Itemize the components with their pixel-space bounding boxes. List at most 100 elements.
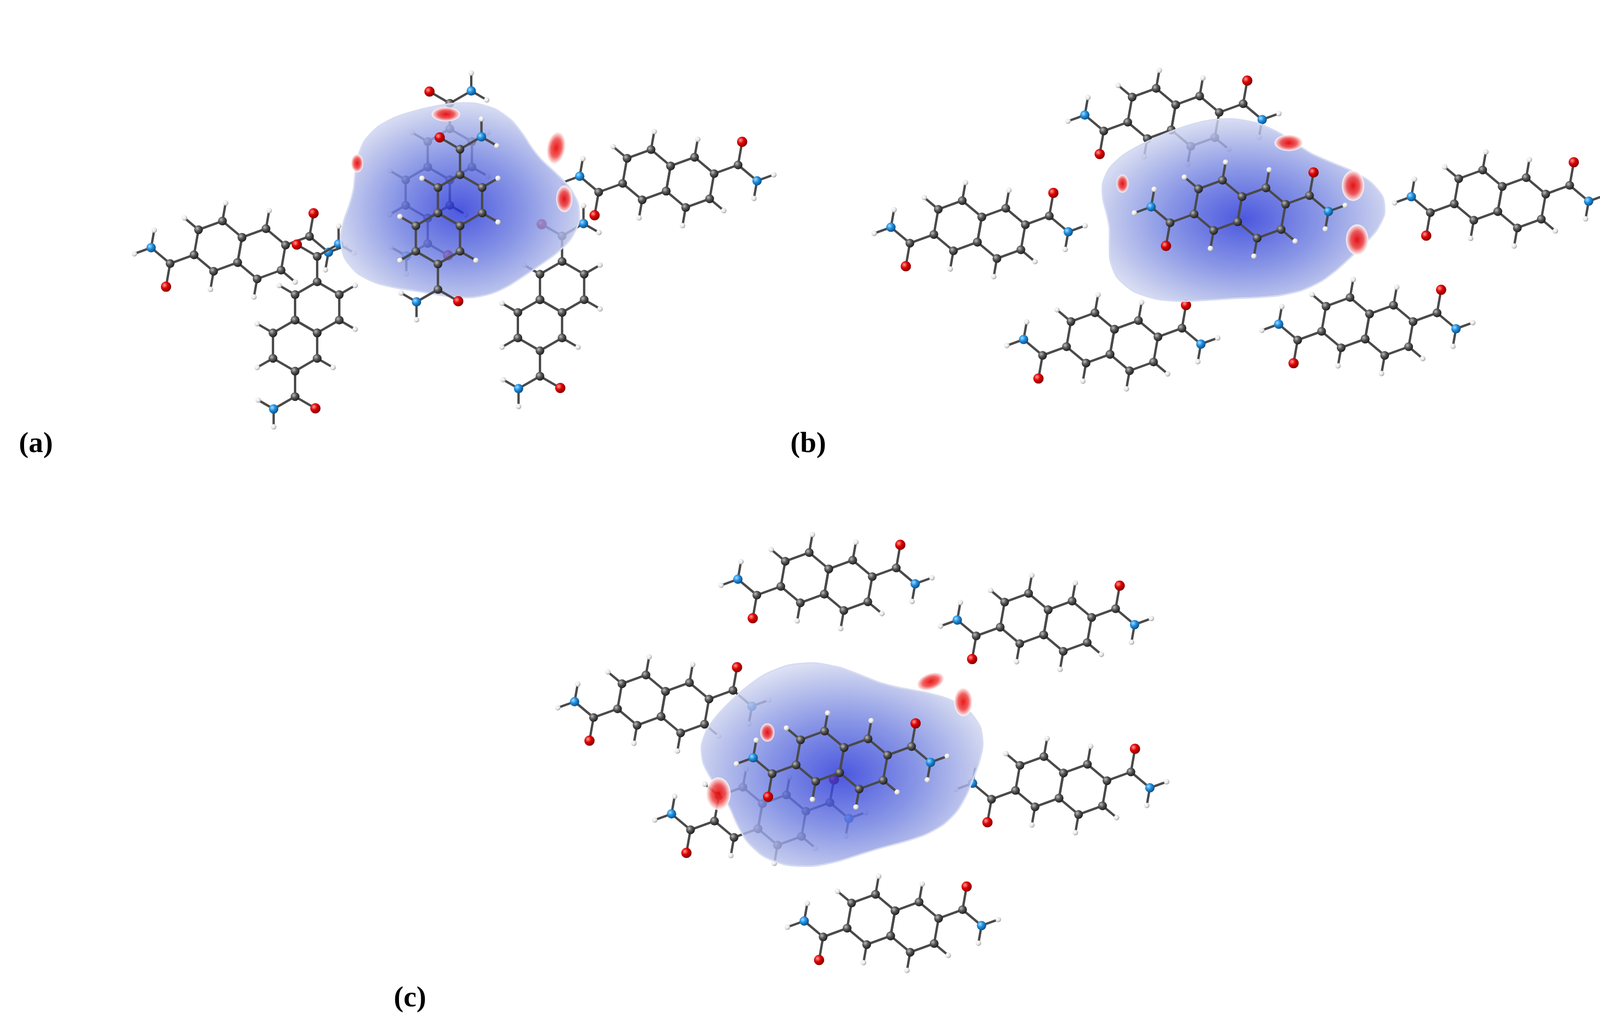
atom: [1129, 743, 1141, 755]
contact-spot: [556, 185, 573, 212]
atom: [1469, 215, 1479, 225]
atom: [335, 223, 342, 229]
contact-spot: [706, 777, 731, 811]
atom: [1404, 342, 1414, 352]
atom: [1342, 202, 1349, 209]
atom: [721, 207, 727, 214]
atom: [433, 208, 443, 218]
atom: [1493, 207, 1503, 217]
atom: [268, 354, 278, 364]
atom: [763, 791, 774, 803]
atom: [1238, 99, 1248, 109]
atom: [1317, 326, 1327, 336]
atom: [610, 143, 617, 150]
atom: [146, 243, 156, 253]
atom: [975, 940, 982, 947]
atom: [813, 955, 825, 966]
atom: [557, 257, 567, 267]
atom: [753, 737, 760, 744]
atom: [820, 589, 829, 599]
atom: [934, 204, 943, 214]
atom: [151, 227, 158, 234]
atom: [820, 589, 829, 599]
atom: [804, 548, 814, 558]
atom: [165, 259, 175, 269]
atom: [1165, 218, 1175, 228]
atom: [194, 225, 204, 235]
atom: [891, 206, 897, 213]
atom: [748, 753, 758, 763]
atom: [962, 179, 969, 186]
atom: [455, 221, 465, 231]
atom: [484, 97, 490, 103]
atom: [515, 403, 522, 410]
atom: [455, 170, 465, 180]
atom: [945, 952, 951, 959]
atom: [594, 187, 604, 197]
atom: [1275, 110, 1282, 117]
atom: [334, 290, 344, 300]
atom: [1043, 605, 1053, 615]
molecule: [1004, 292, 1221, 392]
atom: [433, 284, 443, 294]
atom: [747, 613, 758, 624]
surface-body: [340, 103, 580, 298]
atom: [728, 852, 734, 859]
atom: [411, 297, 422, 307]
atom: [661, 186, 671, 196]
atom: [661, 687, 671, 697]
atom: [1441, 164, 1448, 171]
atom: [580, 203, 587, 209]
atom: [1054, 794, 1064, 804]
atom: [1483, 149, 1489, 155]
atom: [308, 208, 319, 219]
atom: [1258, 327, 1265, 334]
atom: [233, 258, 243, 268]
atom: [1004, 342, 1010, 349]
atom: [646, 145, 656, 155]
panel-a-figure: [131, 70, 777, 430]
atom: [718, 582, 724, 589]
atom: [1024, 589, 1034, 599]
atom: [1171, 100, 1181, 110]
atom: [665, 161, 675, 171]
atom: [466, 86, 477, 96]
panel-b-figure: [871, 67, 1600, 392]
atom: [631, 740, 637, 747]
atom: [1449, 199, 1459, 209]
atom: [995, 623, 1005, 633]
atom: [709, 169, 719, 179]
atom: [751, 195, 757, 202]
atom: [944, 753, 951, 760]
atom: [1110, 324, 1120, 334]
atom: [702, 781, 708, 788]
illustration-group: [131, 67, 1600, 974]
atom: [690, 661, 696, 668]
atom: [1541, 189, 1551, 199]
atom: [352, 282, 358, 289]
atom: [1057, 666, 1064, 673]
atom: [305, 232, 315, 242]
atom: [1153, 332, 1163, 342]
atom: [871, 230, 878, 237]
panel-label-holder: (a): [18, 426, 53, 459]
atom: [1110, 324, 1120, 334]
atom: [1003, 750, 1009, 757]
molecule: [254, 223, 358, 430]
atom: [784, 924, 791, 931]
molecule: [952, 735, 1170, 836]
atom: [161, 281, 172, 293]
atom: [233, 258, 243, 268]
atom: [1131, 210, 1138, 216]
atom: [1151, 186, 1158, 193]
atom: [767, 769, 777, 779]
atom: [1493, 207, 1503, 217]
atom: [868, 718, 875, 724]
panel-label: (c): [393, 980, 427, 1013]
contact-spot: [1274, 134, 1304, 152]
atom: [839, 743, 849, 753]
atom: [804, 901, 811, 907]
atom: [1058, 768, 1068, 778]
atom: [937, 623, 944, 630]
atom: [780, 557, 790, 567]
